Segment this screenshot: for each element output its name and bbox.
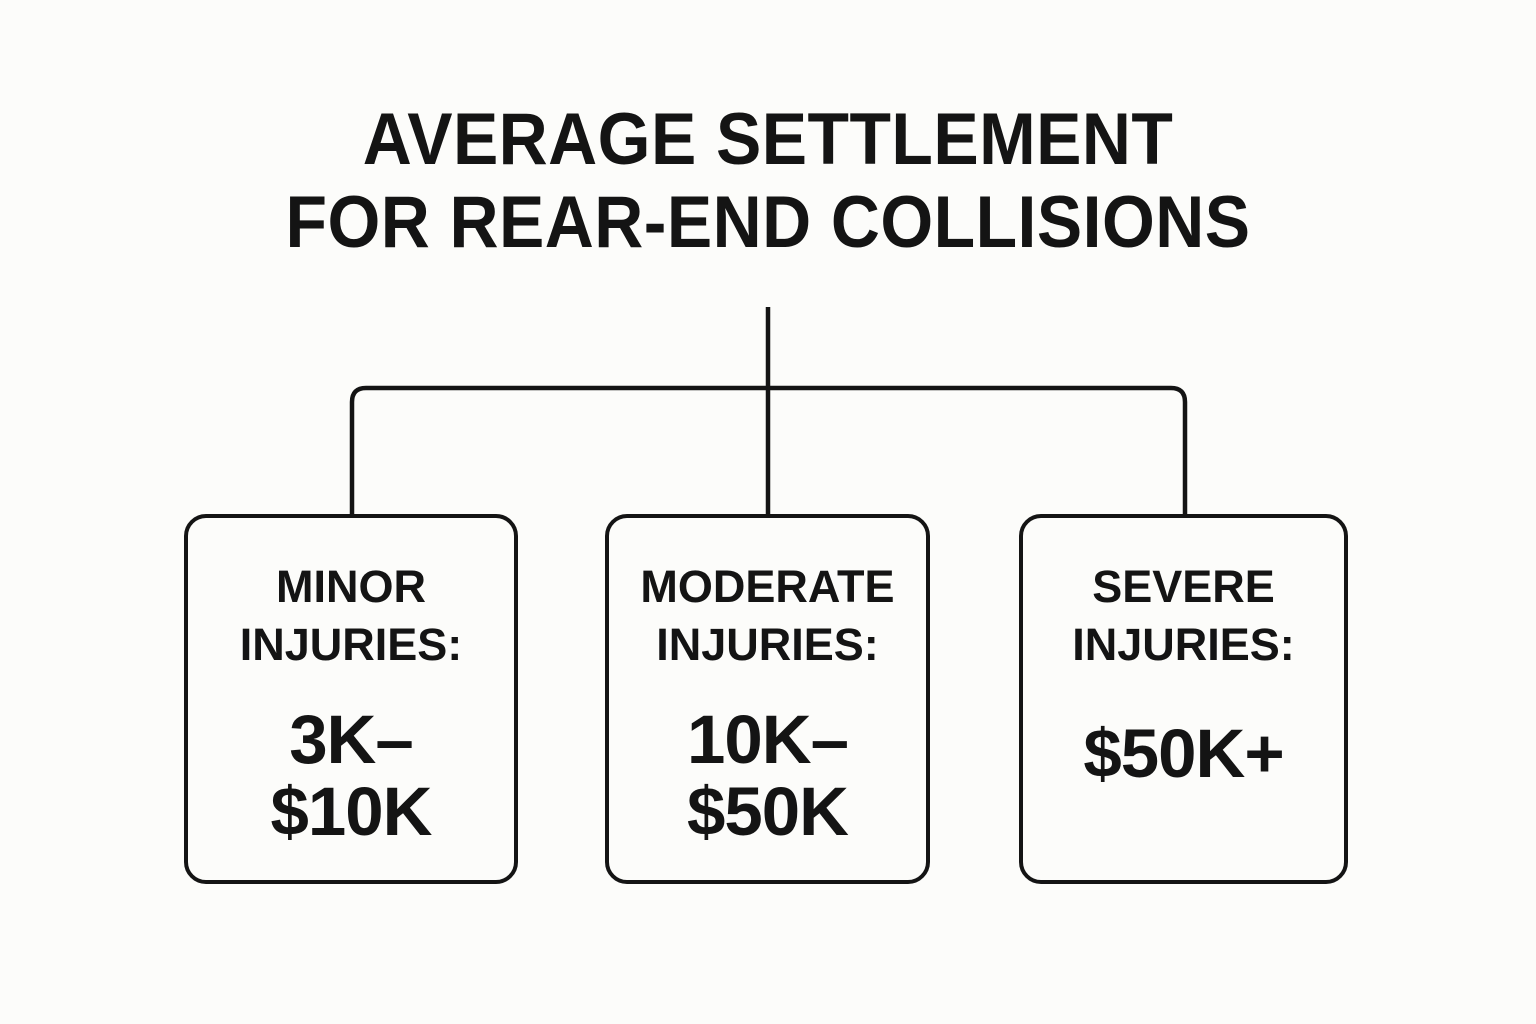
node-value-severe: $50K+ bbox=[1083, 715, 1284, 792]
title-line-1: AVERAGE SETTLEMENT bbox=[362, 99, 1174, 180]
node-card-minor[interactable]: MINOR INJURIES: 3K– $10K bbox=[184, 514, 518, 884]
node-label-moderate: MODERATE INJURIES: bbox=[640, 561, 895, 670]
node-value-minor: 3K– $10K bbox=[270, 701, 433, 850]
node-card-moderate[interactable]: MODERATE INJURIES: 10K– $50K bbox=[605, 514, 930, 884]
node-card-severe[interactable]: SEVERE INJURIES: $50K+ bbox=[1019, 514, 1348, 884]
node-label-minor: MINOR INJURIES: bbox=[239, 561, 463, 670]
title-line-2: FOR REAR-END COLLISIONS bbox=[285, 182, 1251, 263]
page-title: AVERAGE SETTLEMENT FOR REAR-END COLLISIO… bbox=[0, 98, 1536, 264]
node-value-moderate: 10K– $50K bbox=[687, 701, 849, 850]
branch-bus-line bbox=[349, 385, 1188, 514]
node-label-severe: SEVERE INJURIES: bbox=[1072, 561, 1295, 670]
